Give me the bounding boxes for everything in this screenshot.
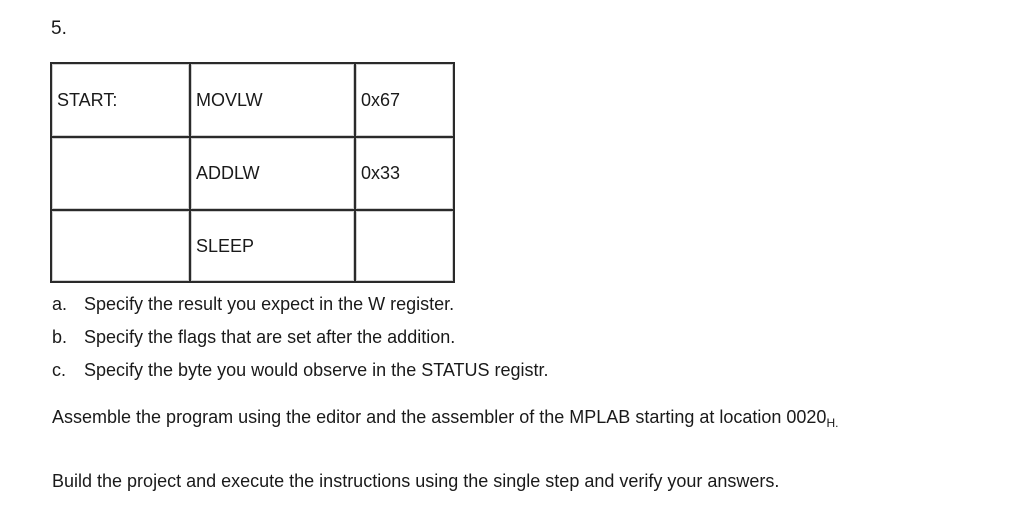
sub-question-text: Specify the flags that are set after the…: [84, 327, 456, 347]
operand-cell: 0x67: [354, 62, 455, 138]
label-cell: [50, 209, 191, 283]
list-marker: b.: [52, 327, 68, 347]
assembly-code-table: START: MOVLW 0x67 ADDLW 0x33 SLEEP: [50, 62, 455, 283]
table-row: SLEEP: [50, 209, 455, 283]
list-marker: c.: [52, 360, 67, 380]
build-instruction-paragraph: Build the project and execute the instru…: [52, 471, 780, 491]
label-cell: START:: [50, 62, 191, 138]
list-item: b. Specify the flags that are set after t…: [52, 325, 549, 358]
mnemonic-cell: MOVLW: [189, 62, 356, 138]
sub-question-text: Specify the result you expect in the W r…: [84, 294, 455, 314]
list-item: c. Specify the byte you would observe in …: [52, 358, 549, 391]
assemble-instruction-paragraph: Assemble the program using the editor an…: [52, 404, 992, 436]
operand-cell: [354, 209, 455, 283]
label-cell: [50, 136, 191, 211]
list-item: a. Specify the result you expect in the W…: [52, 292, 549, 325]
mnemonic-cell: ADDLW: [189, 136, 356, 211]
table-row: ADDLW 0x33: [50, 136, 455, 211]
question-number: 5.: [51, 18, 67, 39]
list-marker: a.: [52, 294, 68, 314]
table-row: START: MOVLW 0x67: [50, 62, 455, 138]
hex-subscript: H.: [826, 416, 839, 430]
operand-cell: 0x33: [354, 136, 455, 211]
paragraph-text: Assemble the program using the editor an…: [52, 407, 827, 427]
mnemonic-cell: SLEEP: [189, 209, 356, 283]
sub-question-list: a. Specify the result you expect in the W…: [52, 292, 549, 391]
sub-question-text: Specify the byte you would observe in th…: [84, 360, 549, 380]
